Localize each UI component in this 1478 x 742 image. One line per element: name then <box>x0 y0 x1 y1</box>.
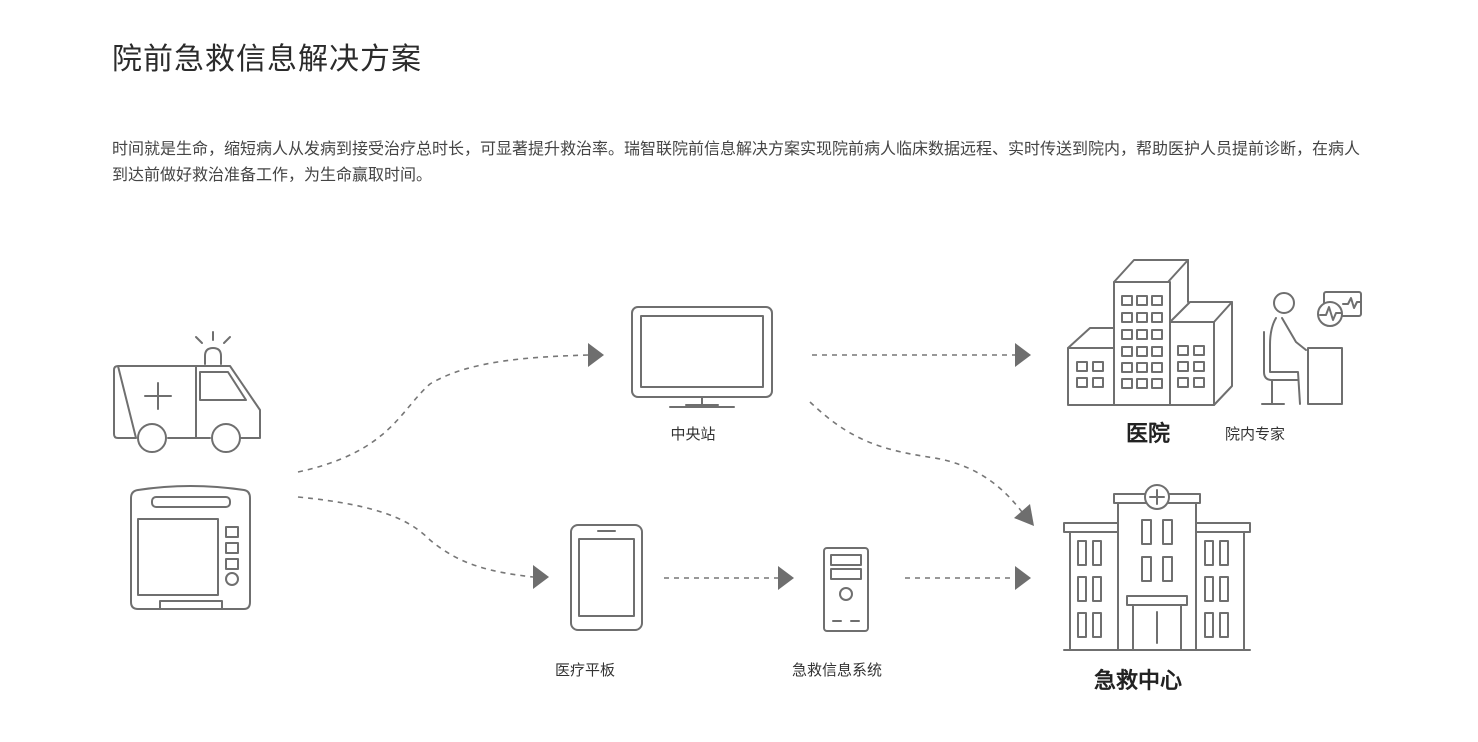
emergency-center-label: 急救中心 <box>1094 668 1182 694</box>
connector-ambulance-to-central <box>297 343 604 473</box>
connector-monitor-to-tablet <box>297 496 549 589</box>
central-station-label: 中央站 <box>670 425 715 443</box>
connector-tablet-to-system <box>664 566 794 590</box>
monitor-icon <box>631 306 773 408</box>
ambulance-icon <box>113 331 261 453</box>
hospital-label: 医院 <box>1126 421 1170 447</box>
page-description: 时间就是生命，缩短病人从发病到接受治疗总时长，可显著提升救治率。瑞智联院前信息解… <box>112 139 1361 184</box>
connector-central-to-emergency-center <box>809 401 1034 526</box>
connector-system-to-emergency-center <box>905 566 1031 590</box>
remote-expert-label: 院内专家 <box>1225 425 1285 443</box>
emergency-center-icon <box>1063 484 1251 651</box>
doctor-at-desk-icon <box>1261 291 1362 405</box>
connector-central-to-hospital <box>812 343 1031 367</box>
emergency-system-label: 急救信息系统 <box>792 661 882 679</box>
tablet-label: 医疗平板 <box>555 661 615 679</box>
hospital-building-icon <box>1067 259 1233 406</box>
tablet-icon <box>570 524 643 631</box>
server-tower-icon <box>823 547 869 632</box>
page-title: 院前急救信息解决方案 <box>112 42 422 77</box>
patient-monitor-icon <box>130 485 251 610</box>
